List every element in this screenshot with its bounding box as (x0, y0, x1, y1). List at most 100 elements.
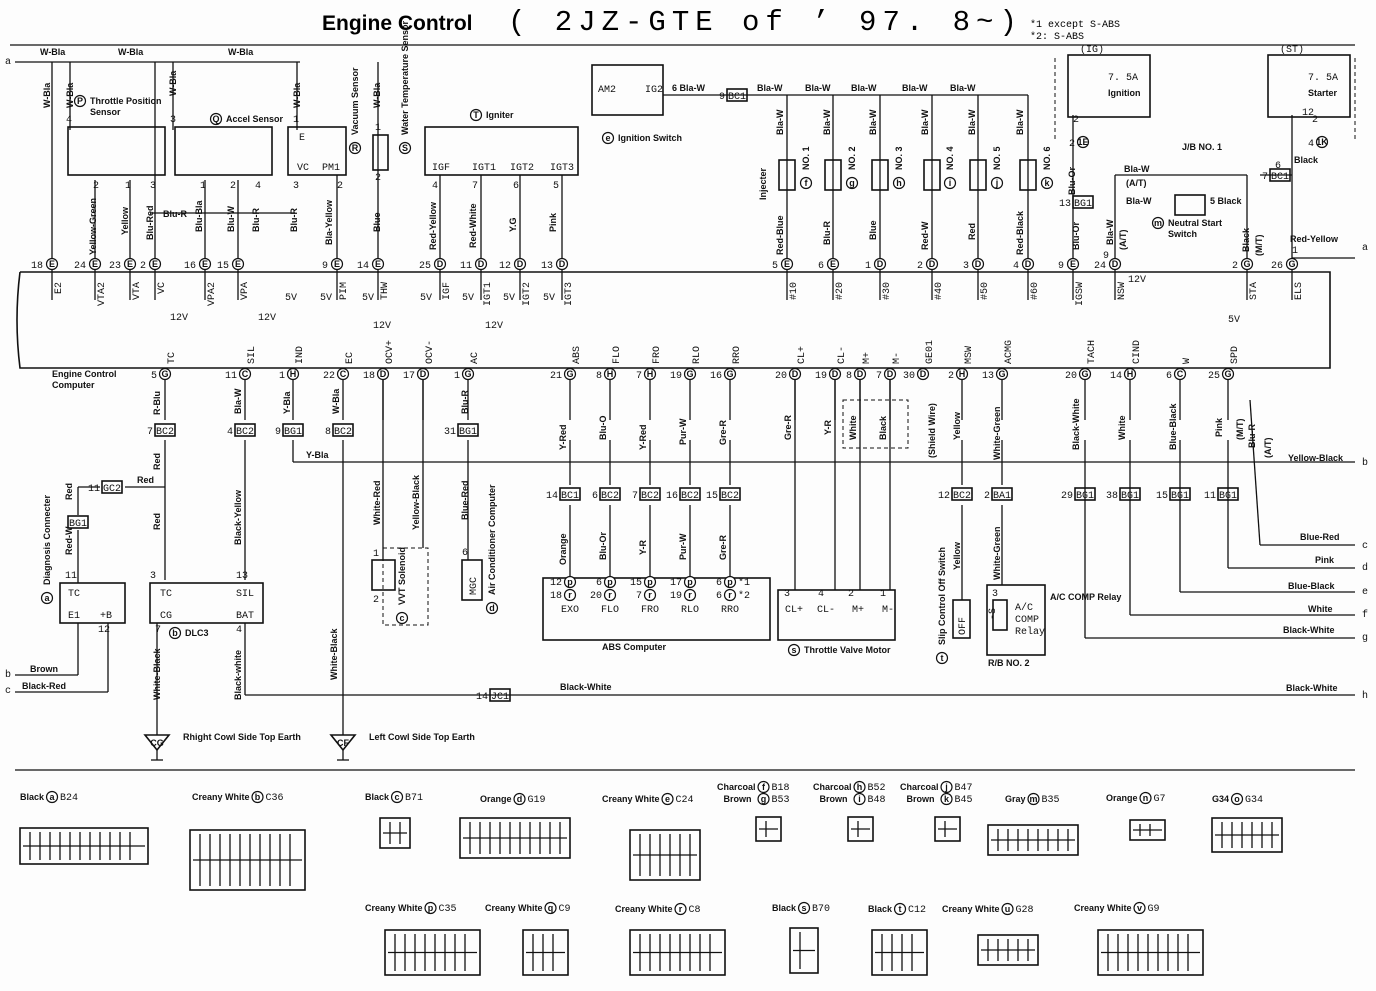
pin-number: 4 (432, 181, 438, 192)
ecu-pin-number: 24 (1094, 261, 1106, 272)
abs-pin-marker (643, 575, 657, 589)
splice-pin: 14 (546, 491, 558, 502)
component-name: Accel Sensor (226, 114, 284, 124)
connector-shape (1097, 929, 1204, 976)
ecu-top-pin-letter: E (152, 259, 158, 269)
connector-label: Creany White (602, 794, 660, 804)
wire-color-label: Blu-Red (145, 206, 155, 241)
ecu-bottom-pin-letter: H (1127, 369, 1134, 379)
ecu-terminal: ABS (572, 346, 583, 364)
ecu-terminal: VPA2 (207, 282, 218, 306)
pin-number: 3 (784, 589, 790, 600)
splice-connector (489, 688, 511, 702)
ecu-top-pin (1240, 257, 1254, 271)
voltage-label: 5V (362, 293, 374, 304)
ecu-bottom-pin (853, 367, 867, 381)
ecu-pin-number: 8 (846, 371, 852, 382)
wire-color-label: White-Black (329, 627, 339, 680)
connector-code: C12 (908, 905, 926, 916)
igniter-box (424, 126, 579, 176)
connector-letter-letter: s (802, 903, 807, 913)
connector-letter (1139, 791, 1152, 805)
edge-ref-right: e (1362, 587, 1368, 598)
wire-color-label: Blu-Bla (194, 200, 204, 232)
wire-color-label: White (1117, 416, 1127, 441)
ecu-pin-number: 5 (151, 371, 157, 382)
wire-color-label: R-Blu (152, 391, 162, 415)
connector-shape (379, 817, 411, 849)
terminal-label: EXO (561, 605, 579, 616)
component-name: NO. 2 (847, 146, 857, 170)
wire-color-label: Blue (868, 220, 878, 240)
splice-id: BC2 (721, 491, 739, 502)
ecu-terminal: #30 (882, 282, 893, 300)
wire-color-label: W-Bla (372, 82, 382, 108)
ecu-pin-number: 16 (184, 261, 196, 272)
note-mark: *2 (738, 590, 750, 602)
splice-id: BC1 (728, 92, 746, 103)
ecu-terminal: FLO (612, 346, 623, 364)
ecu-bottom-pin-letter: D (887, 369, 894, 379)
voltage-label: 12V (373, 321, 391, 332)
terminal-label: PM1 (322, 163, 340, 174)
splice-id: BG1 (459, 427, 477, 438)
terminal-label: VC (297, 163, 309, 174)
pin-number: 9 (1103, 251, 1109, 262)
connector-shape (19, 827, 149, 865)
fuse-connector-pin: 4 (1308, 139, 1314, 150)
wire-color-label: Blu-Or (1067, 167, 1077, 195)
pin-number: 1 (1292, 246, 1298, 257)
pin-number: 6 (462, 548, 468, 559)
abs-pin: 6 (716, 591, 722, 602)
neutral-start-switch-box (1174, 194, 1206, 216)
fuse-name: Ignition (1108, 88, 1141, 98)
ecu-terminal: #60 (1030, 282, 1041, 300)
ecu-pin-number: 15 (217, 261, 229, 272)
ecu-terminal: VTA2 (97, 282, 108, 306)
wire-color-label: W-Bla (42, 82, 52, 108)
splice-id: BC1 (561, 491, 579, 502)
component-letter (485, 601, 499, 615)
splice-connector (679, 487, 701, 501)
wire-color-label: Y-R (638, 539, 648, 555)
pin-number: 3 (293, 181, 299, 192)
connector-letter-letter: m (1030, 794, 1038, 804)
terminal-label: Relay (1015, 626, 1045, 638)
ecu-top-pin (88, 257, 102, 271)
fuse-circuit: (IG) (1080, 44, 1104, 56)
splice-pin: 31 (444, 427, 456, 438)
component-name: R/B NO. 2 (988, 658, 1030, 668)
voltage-label: 5V (503, 293, 515, 304)
component-name: J/B NO. 1 (1182, 142, 1222, 152)
fuse-rating: 7. 5A (1108, 73, 1138, 84)
wire-color-label: Bla-W (868, 109, 878, 135)
note-2: *2: S-ABS (1030, 32, 1085, 43)
splice-id: BG1 (1121, 491, 1139, 502)
ecu-pin-number: 30 (903, 371, 915, 382)
pin-number: 13 (236, 571, 248, 582)
component-name: NO. 5 (992, 146, 1002, 170)
wire-color-label: Bla-W (775, 109, 785, 135)
ecu-terminal: E2 (54, 282, 65, 294)
component-letter (40, 591, 54, 605)
wire-color-label: Bla-W (1126, 196, 1152, 206)
connector-letter (940, 792, 953, 806)
pin-number: 7 (472, 181, 478, 192)
wire-color-label: W-Bla (168, 70, 178, 96)
injector-coil (1019, 159, 1037, 191)
splice-connector (457, 423, 479, 437)
splice-pin: 7 (632, 491, 638, 502)
ecu-pin-number: 11 (225, 371, 237, 382)
ecu-pin-number: 1 (279, 371, 285, 382)
connector-shape (755, 816, 782, 842)
ecu-terminal: #20 (835, 282, 846, 300)
connector-letter-letter: h (857, 782, 863, 792)
ecu-terminal: NSW (1117, 282, 1128, 300)
abs-pin-marker (563, 575, 577, 589)
connector-letter (674, 902, 687, 916)
injector-coil (824, 159, 842, 191)
voltage-label: 5V (320, 293, 332, 304)
terminal-label: TC (68, 589, 80, 600)
ecu-top-pin (45, 257, 59, 271)
pin-number: 1 (200, 181, 206, 192)
